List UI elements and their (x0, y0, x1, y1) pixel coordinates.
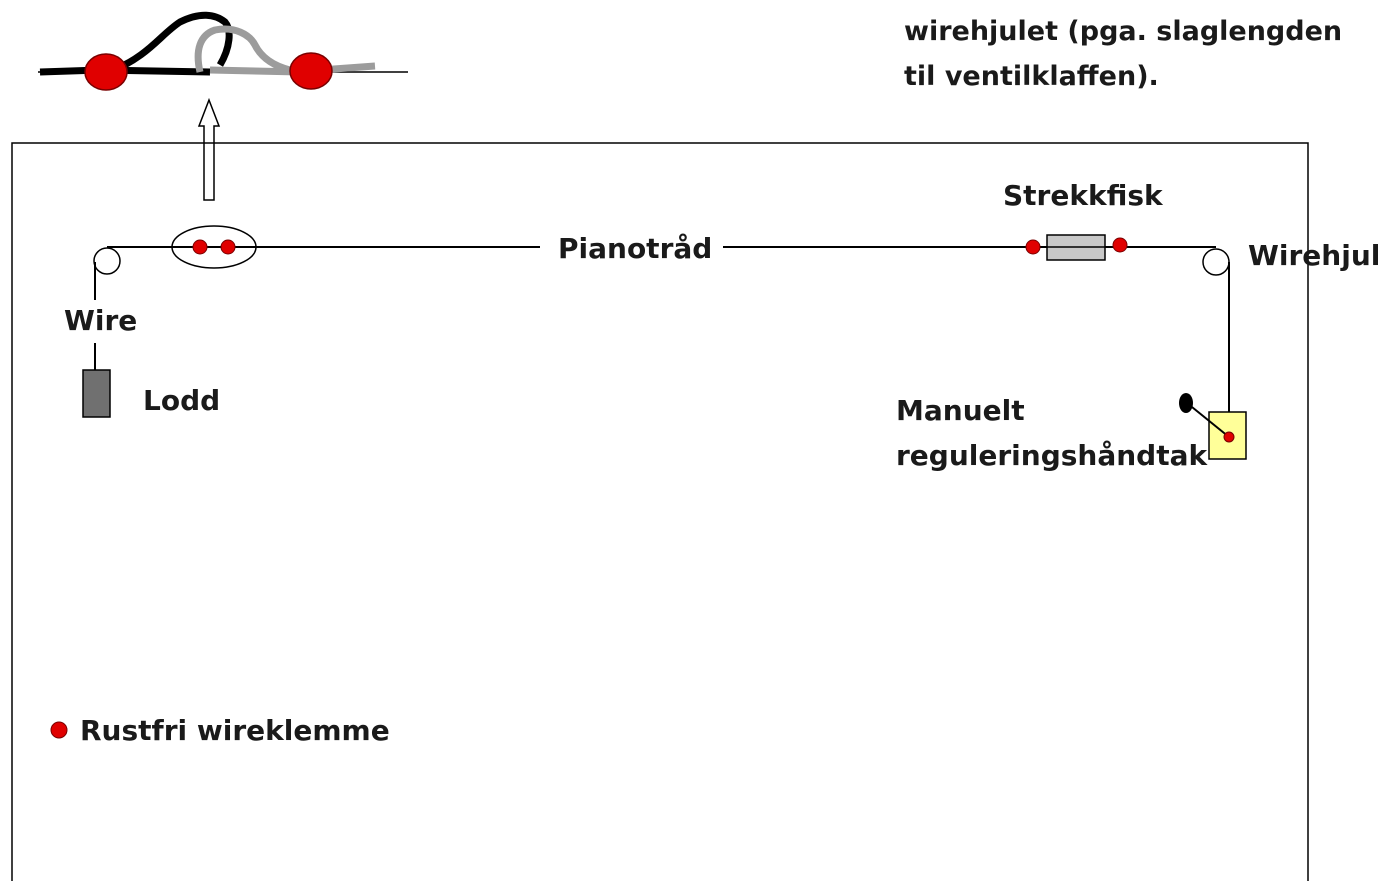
legend-clamp-label: Rustfri wireklemme (80, 714, 390, 747)
label-strekkfisk: Strekkfisk (1003, 179, 1164, 212)
weight-block-icon (82, 369, 111, 418)
label-handle-line2: reguleringshåndtak (896, 439, 1208, 472)
clamp-dot (1223, 431, 1235, 443)
up-arrow (197, 97, 221, 201)
left-pulley-icon (93, 247, 121, 275)
legend: Rustfri wireklemme (50, 714, 390, 747)
clamp-dot (220, 239, 236, 255)
clamp-loop-detail (38, 11, 408, 91)
clamp-dot (1112, 237, 1128, 253)
legend-clamp-icon (50, 721, 68, 739)
detail-clamp-right (289, 52, 333, 90)
label-wire: Wire (64, 304, 137, 337)
label-wirehjul: Wirehjul (1248, 239, 1380, 272)
detail-loop-dark (108, 11, 233, 76)
note-line-2: til ventilklaffen). (904, 61, 1159, 92)
label-handle-line1: Manuelt (896, 394, 1025, 427)
note-line-1: wirehjulet (pga. slaglengden (904, 16, 1342, 47)
clamp-dot (1025, 239, 1041, 255)
diagram-frame (11, 142, 1309, 881)
label-lodd: Lodd (143, 384, 220, 417)
label-pianotrad: Pianotråd (558, 232, 712, 265)
handle-knob-icon (1179, 393, 1193, 413)
clamp-dot (192, 239, 208, 255)
clamp-highlight-ellipse (171, 225, 257, 269)
detail-clamp-left (84, 53, 128, 91)
right-pulley-icon (1202, 248, 1230, 276)
handle-lever (1186, 402, 1230, 438)
handle-box-icon (1208, 411, 1247, 460)
